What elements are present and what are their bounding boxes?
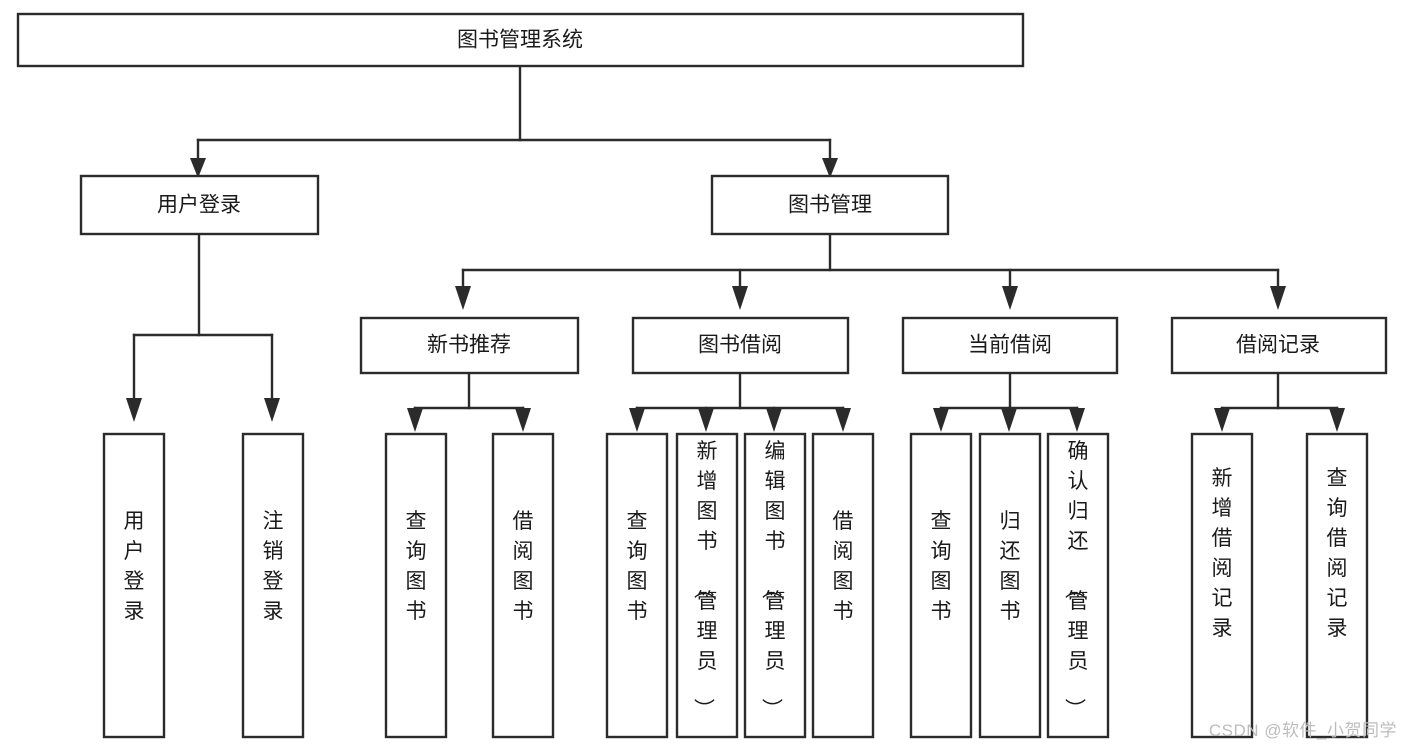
leaf-node[interactable]: 归还图书 — [978, 432, 1042, 739]
csdn-watermark: CSDN @软件_小贺同学 — [1208, 721, 1397, 740]
node-borrow-record[interactable]: 借阅记录 — [1170, 316, 1388, 375]
arrow-head-icon — [1214, 408, 1230, 432]
node-book-borrow-box[interactable] — [631, 316, 850, 375]
node-new-book-recommend[interactable]: 新书推荐 — [359, 316, 580, 375]
leaf-label: 新增图书（管理员） — [692, 440, 718, 719]
node-current-borrow[interactable]: 当前借阅 — [901, 316, 1119, 375]
node-book-management[interactable]: 图书管理 — [710, 174, 950, 236]
node-current-borrow-label: 当前借阅 — [968, 334, 1052, 357]
leaf-box[interactable] — [1190, 432, 1254, 739]
arrow-head-icon — [1270, 286, 1286, 310]
leaf-label: 注销登录 — [263, 510, 284, 623]
leaf-node[interactable]: 确认归还（管理员） — [1046, 432, 1110, 739]
leaf-node[interactable]: 新增借阅记录 — [1190, 432, 1254, 739]
node-user-login-box[interactable] — [79, 174, 320, 236]
arrow-head-icon — [732, 286, 748, 310]
arrow-head-icon — [698, 408, 714, 432]
node-new-book-recommend-box[interactable] — [359, 316, 580, 375]
node-book-borrow-label: 图书借阅 — [698, 334, 782, 357]
leaf-box[interactable] — [1046, 432, 1110, 739]
leaf-box[interactable] — [743, 432, 807, 739]
arrow-head-icon — [835, 408, 851, 432]
node-borrow-record-box[interactable] — [1170, 316, 1388, 375]
leaf-box[interactable] — [978, 432, 1042, 739]
leaf-box[interactable] — [811, 432, 875, 739]
node-root-box[interactable] — [16, 12, 1025, 68]
leaf-node[interactable]: 查询图书 — [909, 432, 973, 739]
leaf-label: 新增借阅记录 — [1212, 467, 1233, 640]
node-book-management-box[interactable] — [710, 174, 950, 236]
leaf-box[interactable] — [909, 432, 973, 739]
leaf-box[interactable] — [102, 432, 166, 739]
leaf-box[interactable] — [1305, 432, 1369, 739]
leaf-node[interactable]: 新增图书（管理员） — [675, 432, 739, 739]
leaf-node[interactable]: 用户登录 — [102, 432, 166, 739]
arrow-head-icon — [766, 408, 782, 432]
node-book-management-label: 图书管理 — [788, 194, 872, 217]
arrow-head-icon — [933, 408, 949, 432]
arrow-head-icon — [190, 158, 206, 178]
leaf-label: 查询借阅记录 — [1327, 467, 1348, 640]
arrow-head-icon — [407, 408, 423, 432]
node-root-label: 图书管理系统 — [457, 29, 583, 52]
arrow-head-icon — [1002, 286, 1018, 310]
connector-layer — [126, 64, 1345, 432]
node-root[interactable]: 图书管理系统 — [16, 12, 1025, 68]
arrow-head-icon — [1329, 408, 1345, 432]
arrow-head-icon — [1069, 408, 1085, 432]
leaf-node[interactable]: 编辑图书（管理员） — [743, 432, 807, 739]
leaf-label: 借阅图书 — [513, 510, 534, 623]
leaf-node[interactable]: 查询借阅记录 — [1305, 432, 1369, 739]
arrow-head-icon — [264, 398, 280, 422]
leaf-label: 查询图书 — [627, 510, 648, 623]
leaf-node[interactable]: 借阅图书 — [811, 432, 875, 739]
leaf-label: 用户登录 — [124, 510, 145, 623]
node-new-book-recommend-label: 新书推荐 — [427, 334, 511, 357]
leaf-box[interactable] — [384, 432, 448, 739]
leaf-label: 归还图书 — [1000, 510, 1021, 623]
node-user-login[interactable]: 用户登录 — [79, 174, 320, 236]
leaf-box[interactable] — [491, 432, 555, 739]
leaf-box[interactable] — [675, 432, 739, 739]
node-current-borrow-box[interactable] — [901, 316, 1119, 375]
leaf-label: 查询图书 — [406, 510, 427, 623]
arrow-head-icon — [515, 408, 531, 432]
node-book-borrow[interactable]: 图书借阅 — [631, 316, 850, 375]
leaf-label: 编辑图书（管理员） — [760, 440, 786, 719]
leaf-label: 借阅图书 — [833, 510, 854, 623]
leaf-box[interactable] — [241, 432, 305, 739]
node-borrow-record-label: 借阅记录 — [1236, 334, 1320, 357]
leaf-node[interactable]: 查询图书 — [384, 432, 448, 739]
leaf-node[interactable]: 注销登录 — [241, 432, 305, 739]
leaf-node[interactable]: 借阅图书 — [491, 432, 555, 739]
leaf-node[interactable]: 查询图书 — [605, 432, 669, 739]
arrow-head-icon — [629, 408, 645, 432]
leaf-label: 确认归还（管理员） — [1063, 440, 1089, 719]
leaf-label: 查询图书 — [931, 510, 952, 623]
arrow-head-icon — [1001, 408, 1017, 432]
leaf-box[interactable] — [605, 432, 669, 739]
arrow-head-icon — [822, 158, 838, 178]
arrow-head-icon — [126, 398, 142, 422]
node-user-login-label: 用户登录 — [157, 194, 241, 217]
arrow-head-icon — [455, 286, 471, 310]
